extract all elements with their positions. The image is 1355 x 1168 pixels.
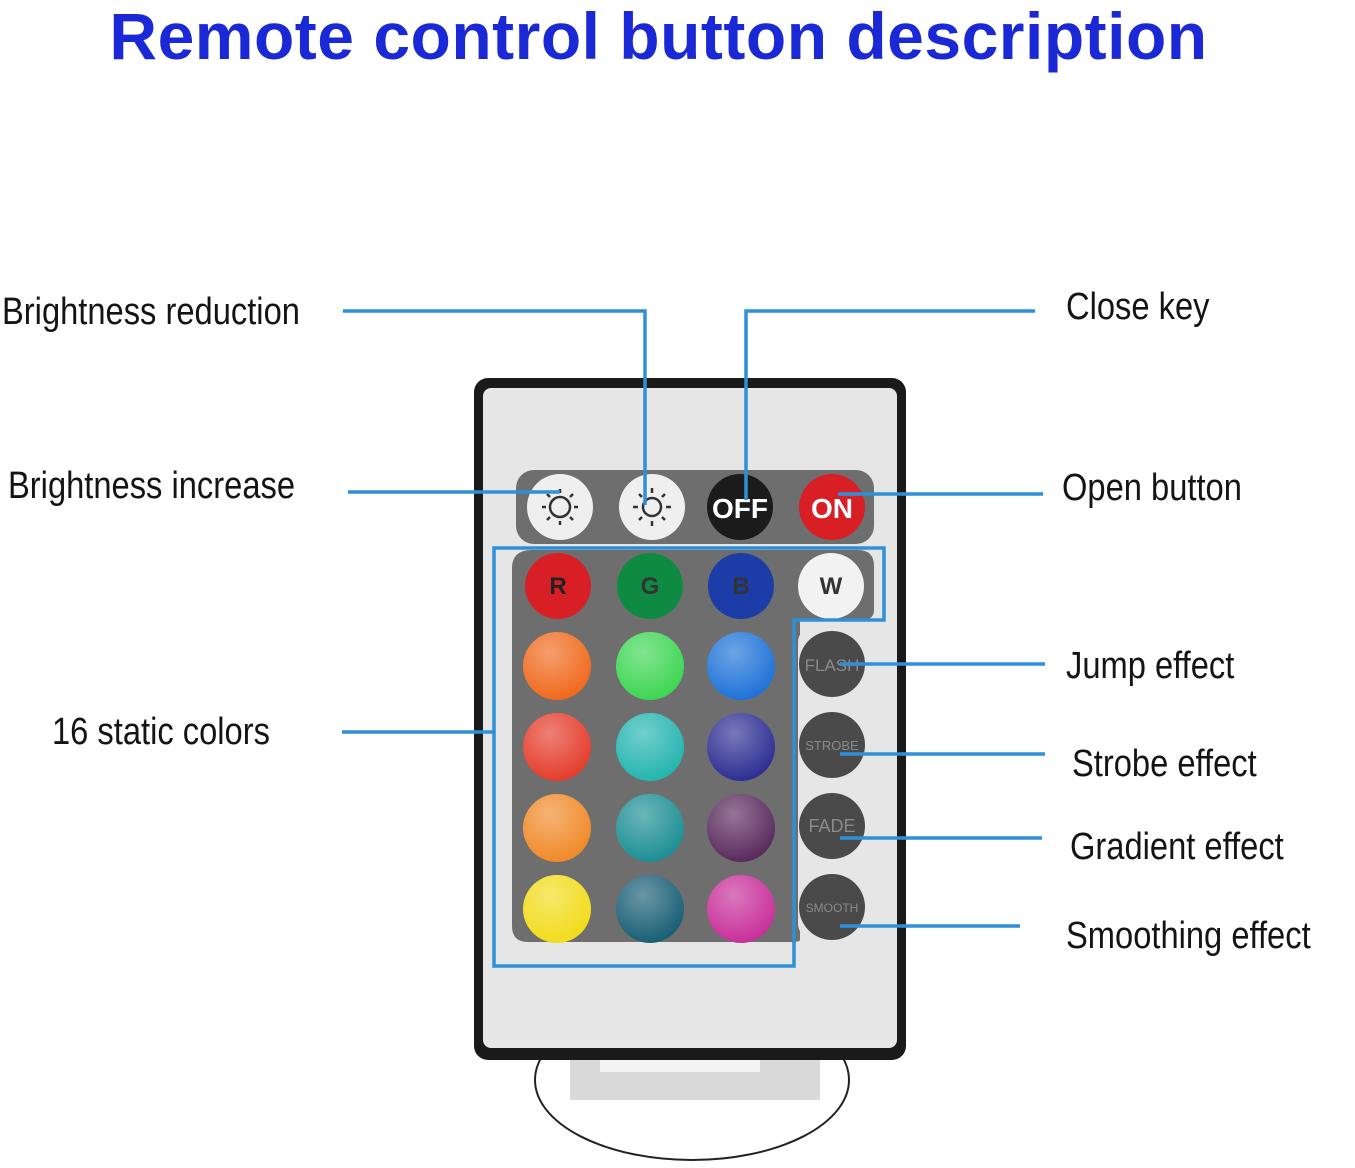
white-button-label: W [820,573,843,600]
color-button-r3-c3[interactable] [707,794,775,862]
color-button-r1-c2[interactable] [616,632,684,700]
blue-button[interactable]: B [708,553,774,619]
smooth-button-label: SMOOTH [806,901,859,915]
on-button[interactable]: ON [799,474,865,540]
color-button-gloss [523,875,591,943]
white-button[interactable]: W [798,553,864,619]
flash-button[interactable]: FLASH [799,631,865,697]
label-open-button: Open button [1062,467,1242,509]
sun-up-icon [633,488,671,526]
color-button-r3-c2[interactable] [616,794,684,862]
label-jump-effect: Jump effect [1066,645,1235,687]
blue-button-label: B [732,573,749,600]
brightness-down-button[interactable] [527,474,593,540]
static-color-grid [523,632,775,943]
color-button-r2-c2[interactable] [616,713,684,781]
color-button-gloss [616,794,684,862]
static-colors-bracket [492,546,886,968]
fade-button-label: FADE [808,816,855,836]
smooth-button[interactable]: SMOOTH [799,874,865,940]
white-button-cap [798,553,864,619]
green-button[interactable]: G [617,553,683,619]
brightness-up-button[interactable] [619,474,685,540]
leader-brightness-reduction [343,309,647,505]
color-button-gloss [523,794,591,862]
label-brightness-reduction: Brightness reduction [2,291,300,333]
red-button[interactable]: R [525,553,591,619]
red-button-label: R [549,573,566,600]
green-button-cap [617,553,683,619]
color-button-r4-c1[interactable] [523,875,591,943]
leader-close-key [744,309,1035,500]
color-button-r2-c1[interactable] [523,713,591,781]
label-close-key: Close key [1066,286,1210,328]
color-button-r4-c3[interactable] [707,875,775,943]
color-button-gloss [707,794,775,862]
on-button-label: ON [811,493,853,524]
fade-button[interactable]: FADE [799,793,865,859]
main-button-panel [512,550,874,942]
color-button-r2-c3[interactable] [707,713,775,781]
label-smoothing-effect: Smoothing effect [1066,915,1311,957]
sun-down-icon [542,489,578,525]
label-brightness-increase: Brightness increase [8,465,296,507]
label-gradient-effect: Gradient effect [1070,826,1284,868]
green-button-label: G [641,573,660,600]
color-button-gloss [616,713,684,781]
color-button-gloss [616,632,684,700]
color-button-gloss [707,875,775,943]
color-button-gloss [523,713,591,781]
color-button-gloss [523,632,591,700]
mode-column-panel [798,628,874,938]
color-button-r4-c2[interactable] [616,875,684,943]
blue-button-cap [708,553,774,619]
flash-button-label: FLASH [805,656,860,675]
color-button-gloss [707,713,775,781]
color-button-r1-c3[interactable] [707,632,775,700]
off-button-label: OFF [712,493,768,524]
color-button-gloss [707,632,775,700]
color-button-r3-c1[interactable] [523,794,591,862]
label-strobe-effect: Strobe effect [1072,743,1257,785]
label-static-colors: 16 static colors [52,711,270,753]
red-button-cap [525,553,591,619]
strobe-button[interactable]: STROBE [799,712,865,778]
strobe-button-label: STROBE [805,738,859,753]
top-button-panel [516,470,874,544]
color-button-gloss [616,875,684,943]
page-title: Remote control button description [109,0,1208,73]
off-button[interactable]: OFF [707,474,773,540]
color-button-r1-c1[interactable] [523,632,591,700]
